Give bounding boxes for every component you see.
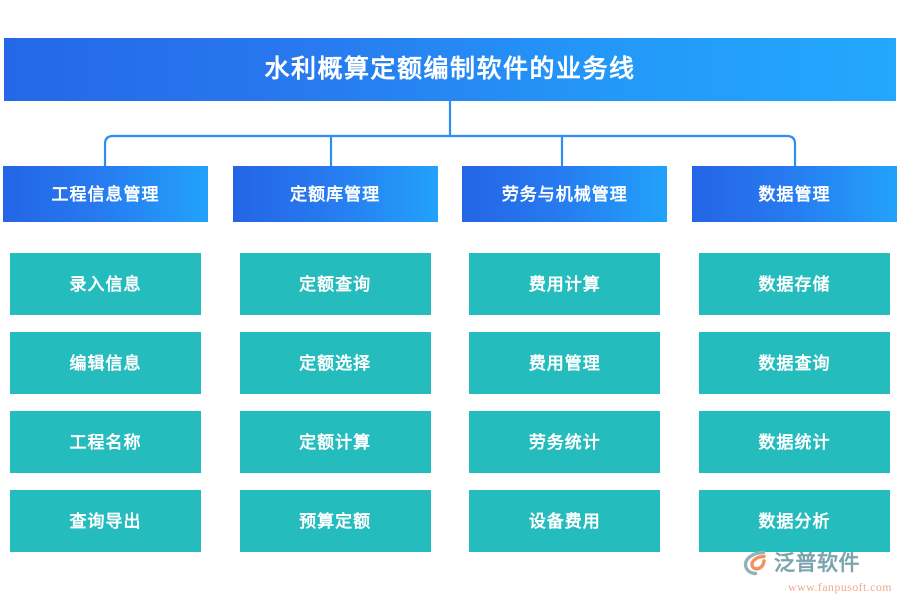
category-columns: 工程信息管理 录入信息 编辑信息 工程名称 查询导出 定额库管理	[0, 166, 900, 556]
item-label: 工程名称	[69, 432, 142, 452]
logo-row: 泛普软件	[742, 548, 892, 578]
item-list-2: 费用计算 费用管理 劳务统计 设备费用	[462, 253, 667, 552]
category-header-0[interactable]: 工程信息管理	[3, 166, 208, 222]
logo-wordmark: 泛普软件	[774, 550, 860, 575]
item-list-3: 数据存储 数据查询 数据统计 数据分析	[692, 253, 897, 552]
logo-url: www.fanpusoft.com	[787, 580, 892, 594]
item-label: 定额查询	[299, 274, 372, 294]
page-title: 水利概算定额编制软件的业务线	[264, 56, 636, 83]
item-box[interactable]: 设备费用	[469, 490, 661, 552]
item-label: 预算定额	[299, 511, 372, 531]
item-box[interactable]: 数据存储	[698, 253, 890, 315]
diagram-title-banner: 水利概算定额编制软件的业务线	[4, 38, 896, 101]
item-label: 费用管理	[528, 353, 601, 373]
item-box[interactable]: 工程名称	[10, 411, 201, 473]
category-header-3[interactable]: 数据管理	[691, 166, 897, 222]
item-box[interactable]: 预算定额	[239, 490, 431, 552]
category-header-label: 数据管理	[758, 184, 831, 204]
item-box[interactable]: 定额选择	[239, 332, 431, 394]
column-data-management: 数据管理 数据存储 数据查询 数据统计 数据分析	[691, 166, 897, 556]
category-header-label: 劳务与机械管理	[501, 184, 628, 204]
item-box[interactable]: 定额查询	[239, 253, 431, 315]
category-header-label: 工程信息管理	[51, 184, 160, 204]
item-box[interactable]: 查询导出	[10, 490, 201, 552]
item-box[interactable]: 定额计算	[239, 411, 431, 473]
item-list-0: 录入信息 编辑信息 工程名称 查询导出	[3, 253, 208, 552]
category-header-1[interactable]: 定额库管理	[232, 166, 438, 222]
column-quota-library: 定额库管理 定额查询 定额选择 定额计算 预算定额	[232, 166, 438, 556]
item-label: 定额计算	[299, 432, 372, 452]
item-label: 数据分析	[758, 511, 831, 531]
item-label: 数据查询	[758, 353, 831, 373]
item-box[interactable]: 数据分析	[698, 490, 890, 552]
item-box[interactable]: 费用管理	[469, 332, 661, 394]
brand-logo: 泛普软件 www.fanpusoft.com	[742, 548, 892, 596]
column-engineering-info: 工程信息管理 录入信息 编辑信息 工程名称 查询导出	[3, 166, 208, 556]
item-box[interactable]: 录入信息	[10, 253, 201, 315]
column-labor-machinery: 劳务与机械管理 费用计算 费用管理 劳务统计 设备费用	[462, 166, 668, 556]
item-box[interactable]: 数据查询	[698, 332, 890, 394]
item-label: 数据存储	[758, 274, 831, 294]
connector-lines	[103, 98, 797, 168]
category-header-2[interactable]: 劳务与机械管理	[462, 166, 668, 222]
fanpu-swoosh-icon	[743, 550, 766, 576]
item-label: 录入信息	[69, 274, 142, 294]
item-label: 劳务统计	[528, 432, 601, 452]
item-list-1: 定额查询 定额选择 定额计算 预算定额	[233, 253, 438, 552]
item-box[interactable]: 劳务统计	[469, 411, 661, 473]
category-header-label: 定额库管理	[290, 184, 381, 204]
item-label: 数据统计	[758, 432, 831, 452]
item-box[interactable]: 费用计算	[469, 253, 661, 315]
item-box[interactable]: 编辑信息	[10, 332, 201, 394]
item-label: 查询导出	[69, 511, 142, 531]
item-label: 编辑信息	[69, 353, 142, 373]
item-label: 定额选择	[299, 353, 372, 373]
item-label: 费用计算	[528, 274, 601, 294]
item-box[interactable]: 数据统计	[698, 411, 890, 473]
item-label: 设备费用	[528, 511, 601, 531]
